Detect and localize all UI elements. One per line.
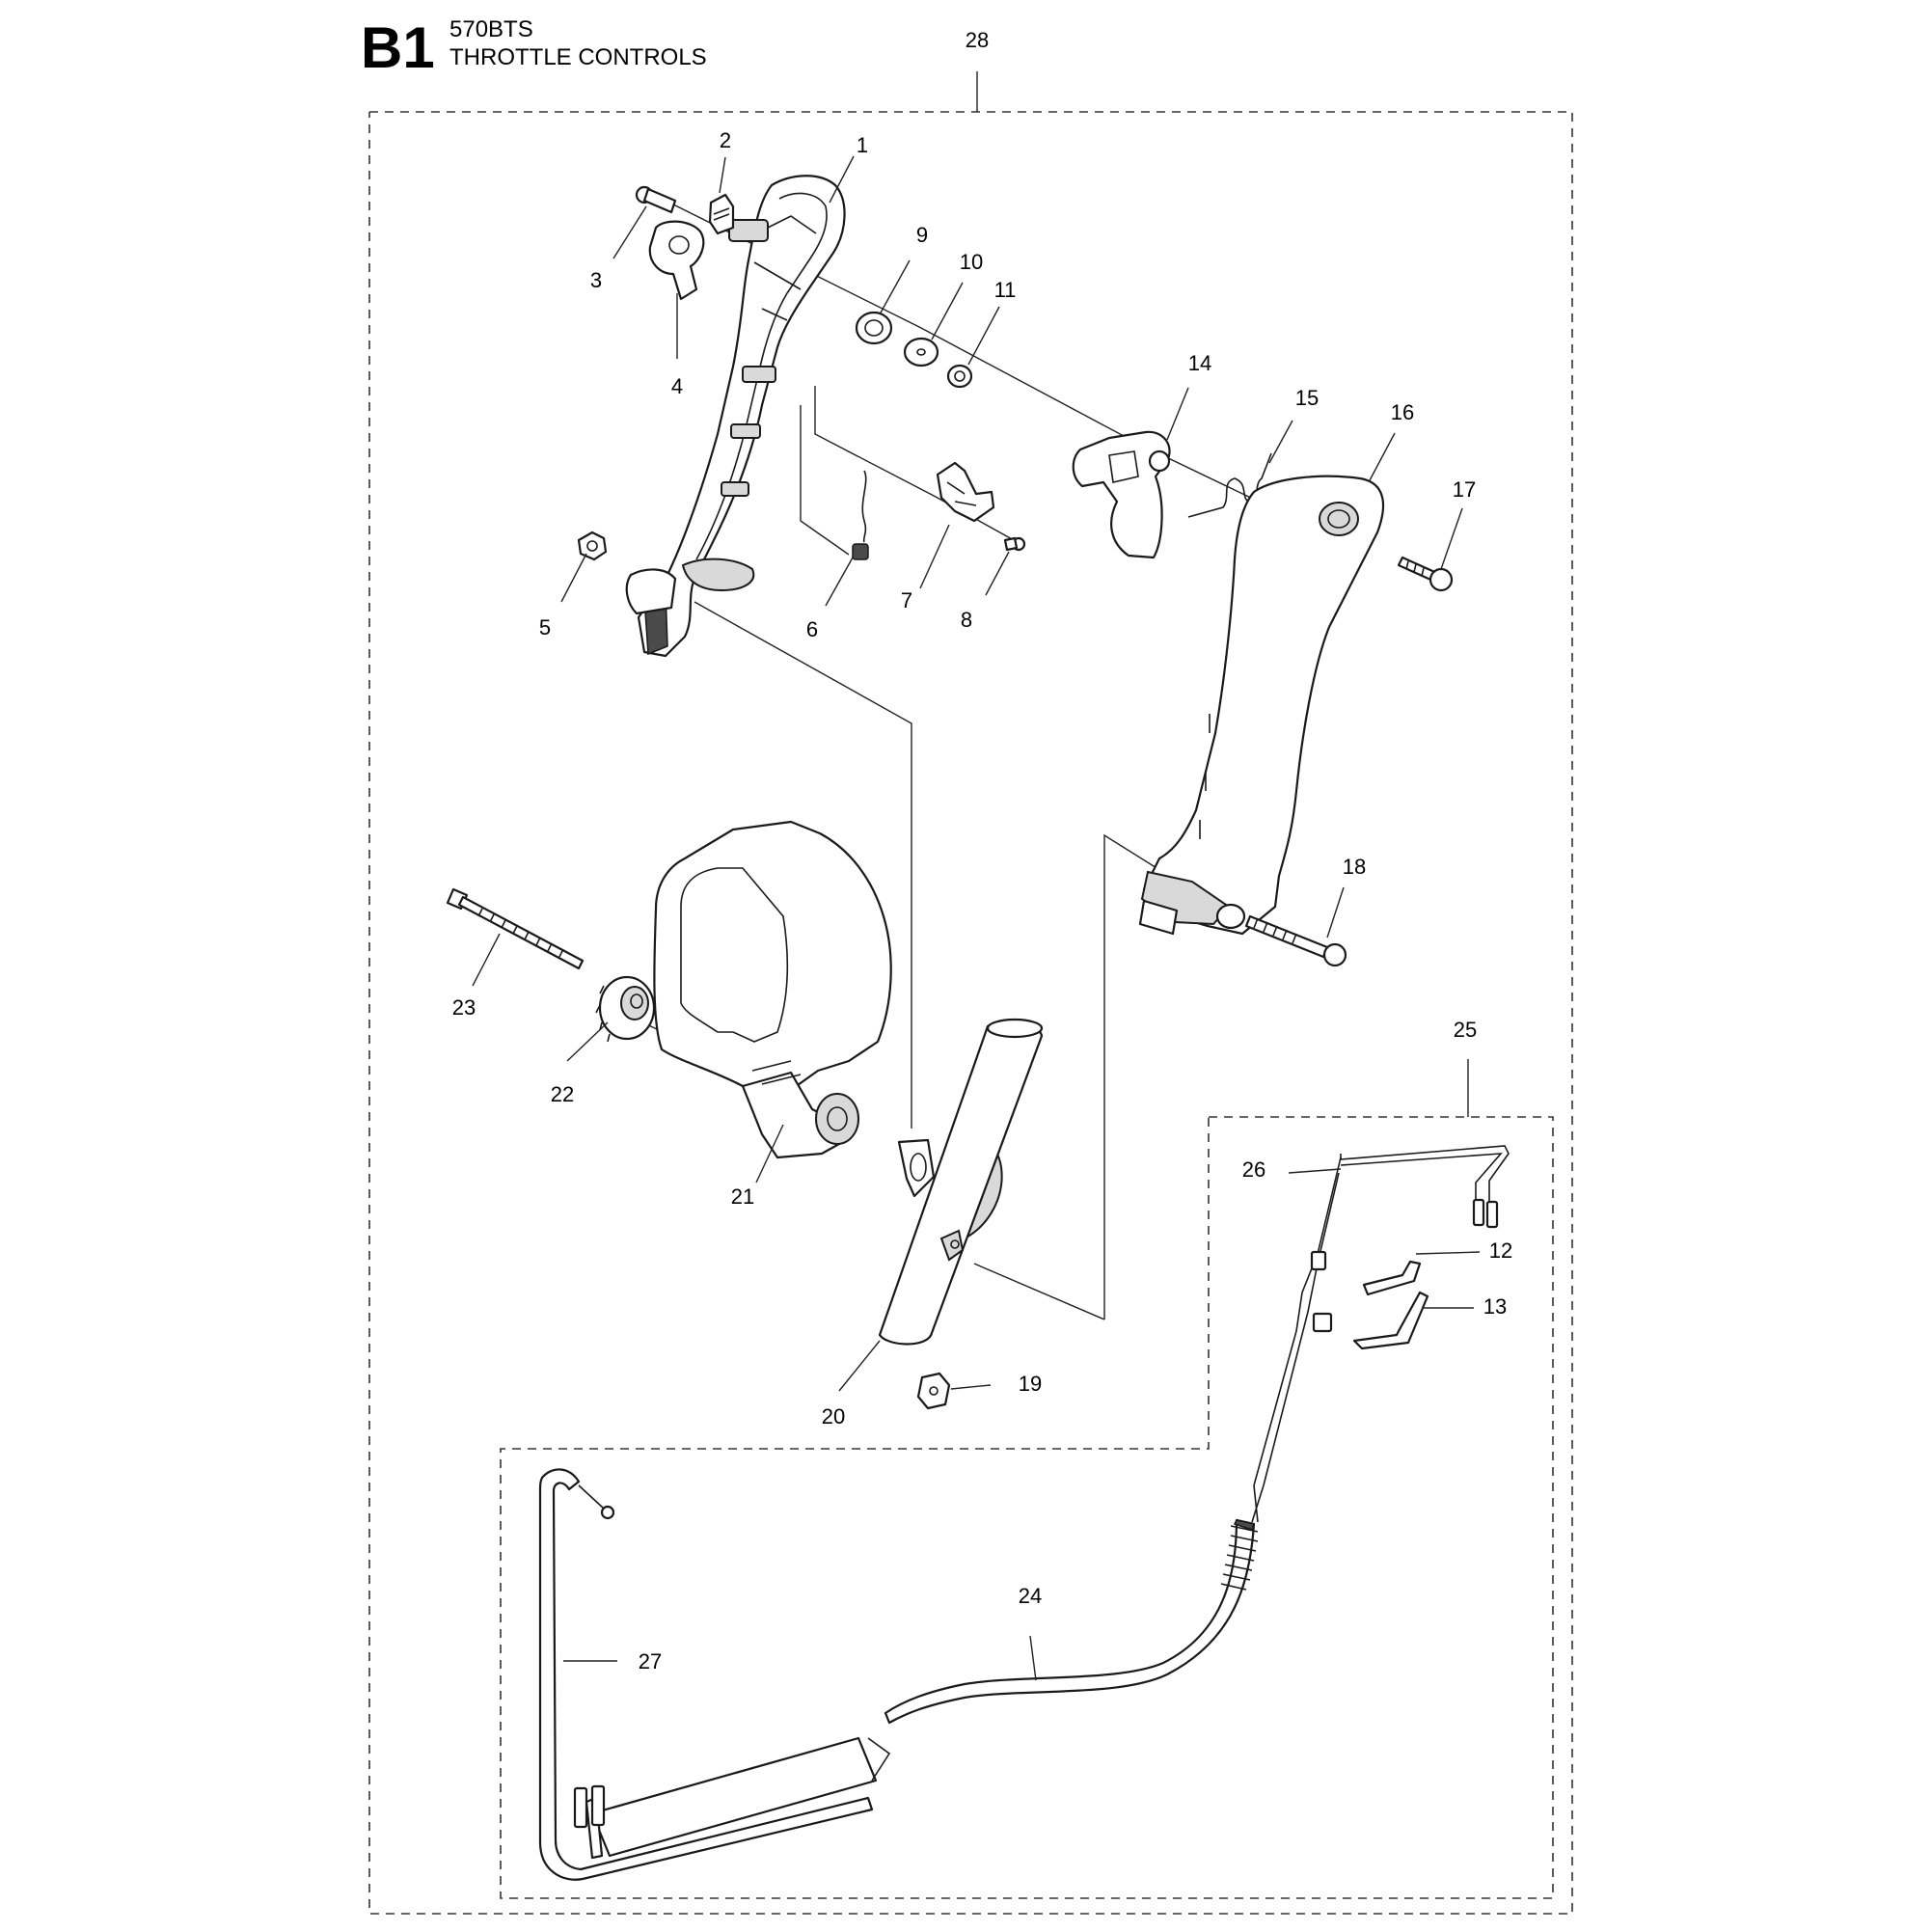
callout-6: 6	[806, 617, 818, 641]
callout-23: 23	[452, 995, 476, 1020]
part-27-stop-cable	[538, 1468, 891, 1881]
part-18-screw	[1244, 914, 1347, 967]
callout-17: 17	[1453, 477, 1476, 502]
callout-22: 22	[551, 1082, 574, 1106]
callout-5: 5	[539, 615, 551, 639]
part-5-nut	[577, 531, 608, 561]
callout-18: 18	[1343, 855, 1366, 879]
part-7-latch	[936, 461, 995, 523]
callout-15: 15	[1295, 386, 1319, 410]
callout-20: 20	[822, 1404, 845, 1429]
callout-8: 8	[961, 608, 972, 632]
part-6-spring	[852, 470, 869, 560]
callout-26: 26	[1242, 1157, 1265, 1182]
callout-19: 19	[1019, 1372, 1042, 1396]
part-9-bearing	[855, 311, 893, 345]
callout-1: 1	[857, 133, 868, 157]
callout-27: 27	[639, 1649, 662, 1673]
part-12-terminal	[1362, 1260, 1422, 1296]
part-14-throttle-trigger	[1072, 430, 1171, 559]
callout-16: 16	[1391, 400, 1414, 424]
callout-3: 3	[590, 268, 602, 292]
part-22-knob	[595, 975, 656, 1043]
assembly-boundary-28	[368, 111, 1573, 1915]
callout-14: 14	[1188, 351, 1211, 375]
callout-28: 28	[966, 28, 989, 52]
callout-13: 13	[1483, 1294, 1507, 1319]
model-number: 570BTS	[449, 16, 533, 42]
page-title: THROTTLE CONTROLS	[449, 44, 707, 70]
callout-2: 2	[720, 128, 731, 152]
part-8-screw	[1003, 536, 1026, 552]
part-3-pin	[635, 185, 677, 214]
part-24-throttle-cable	[884, 1484, 1265, 1725]
callout-leaders	[472, 155, 1481, 1681]
part-20-handle-bar	[878, 1018, 1044, 1346]
callout-10: 10	[960, 250, 983, 274]
callouts: 1 2 3 4 5 6 7 8 9 10 11 12 13 14 15 16 1…	[452, 28, 1512, 1673]
part-16-handle-grip	[1138, 475, 1385, 936]
assembly-boundary-25	[500, 1116, 1554, 1899]
section-code: B1	[361, 15, 435, 80]
part-23-bolt	[446, 887, 585, 970]
part-26-switch-wire	[1253, 1145, 1510, 1486]
callout-7: 7	[901, 588, 912, 612]
part-2-clip	[708, 193, 735, 235]
part-13-terminal	[1352, 1291, 1429, 1350]
callout-9: 9	[916, 223, 928, 247]
callout-11: 11	[994, 278, 1017, 302]
callout-25: 25	[1454, 1018, 1477, 1042]
callout-21: 21	[731, 1184, 754, 1209]
part-19-square-nut	[916, 1372, 951, 1410]
callout-12: 12	[1489, 1238, 1512, 1263]
part-11-circlip	[946, 364, 973, 389]
part-21-handle-clamp	[653, 820, 892, 1159]
part-1-handle-housing	[625, 175, 846, 658]
callout-4: 4	[671, 374, 683, 398]
part-15-torsion-spring	[1187, 452, 1272, 518]
part-10-washer	[903, 337, 939, 367]
callout-24: 24	[1019, 1584, 1042, 1608]
part-17-screw	[1397, 556, 1454, 592]
part-4-lever	[648, 220, 705, 301]
connection-lines	[626, 188, 1260, 1320]
